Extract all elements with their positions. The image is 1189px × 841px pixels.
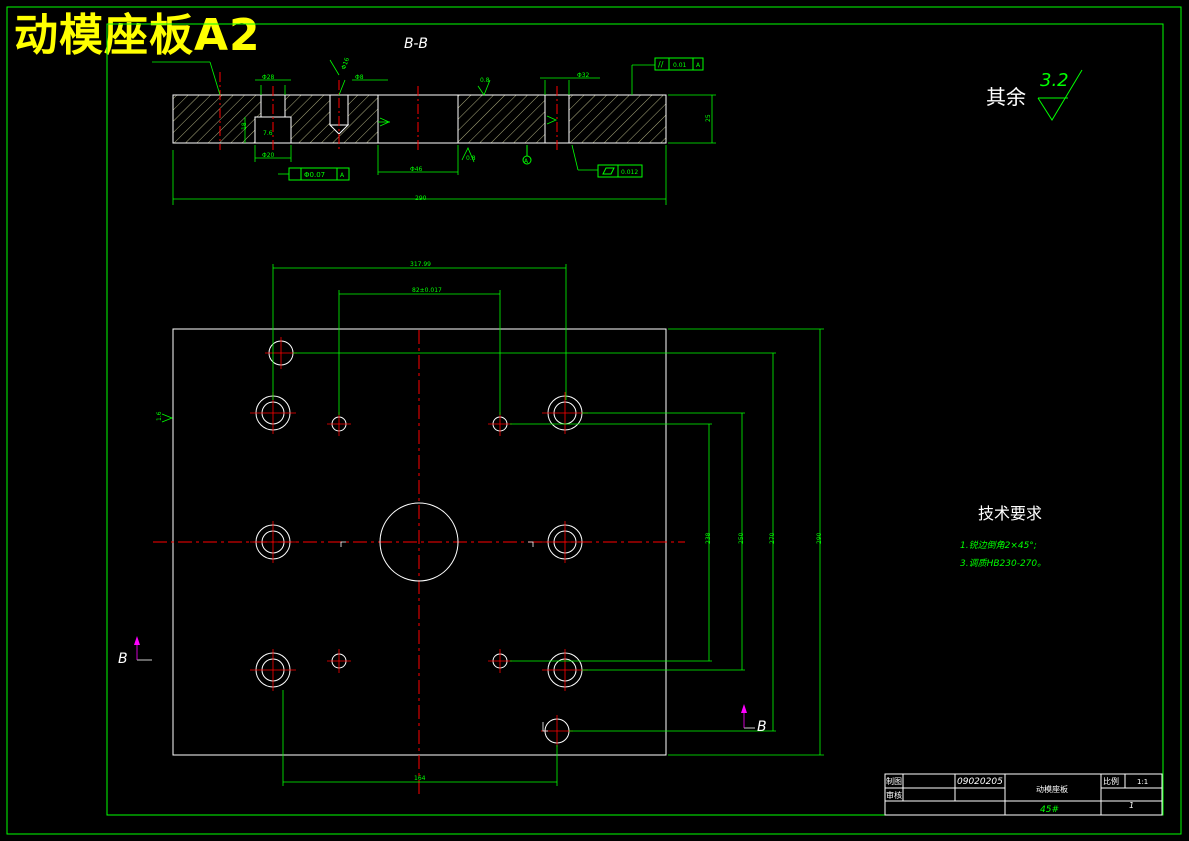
dim-thickness: 25: [705, 114, 712, 122]
svg-text://: //: [658, 60, 664, 69]
section-view: B-B: [152, 36, 716, 423]
surface-finish-note: 其余 3.2: [986, 69, 1083, 121]
drawing-title: 动模座板A2: [14, 10, 261, 61]
dim-overall-width: 290: [415, 195, 427, 202]
dim-top-outer: 317.99: [410, 261, 431, 268]
tech-item-2: 3.调质HB230-270。: [960, 558, 1046, 569]
dim-guide-b: Φ20: [262, 152, 275, 159]
title-block-drawing-no: 09020205: [957, 777, 1003, 787]
center-bore: [379, 502, 459, 582]
outer-border: [6, 6, 1182, 835]
svg-text:0.01: 0.01: [673, 62, 687, 69]
title-block-scale-label: 比例: [1103, 776, 1119, 786]
dim-right-1: 238: [705, 532, 712, 544]
inner-border: [106, 23, 1164, 816]
dim-pin-hole: Φ8: [355, 74, 364, 81]
title-block-material: 45#: [1040, 805, 1059, 815]
dim-depth-b: 18: [241, 122, 248, 130]
section-label: B-B: [404, 36, 428, 52]
svg-text:Φ0.07: Φ0.07: [304, 171, 325, 179]
title-block: 制图 审核 09020205 动模座板 比例 1:1 45# 1: [884, 773, 1163, 816]
dim-top-inner: 82±0.017: [412, 287, 442, 294]
svg-text:0.012: 0.012: [621, 169, 638, 176]
dim-right-3: 270: [769, 532, 776, 544]
tolerance-frame-parallel: // 0.01 A: [654, 57, 704, 71]
tolerance-frame-flatness: 0.012: [597, 164, 643, 178]
ra-side: 1.6: [156, 411, 163, 421]
ra-mid: 0.8: [466, 155, 476, 162]
svg-text:A: A: [696, 62, 701, 69]
section-mark-left: B: [118, 651, 128, 667]
surface-finish-prefix: 其余: [986, 85, 1026, 109]
surface-finish-value: 3.2: [1040, 70, 1069, 91]
tech-item-1: 1.锐边倒角2×45°;: [960, 540, 1037, 551]
dim-guide-a: Φ28: [262, 74, 275, 81]
title-block-drafter: 制图: [886, 776, 902, 786]
svg-text:A: A: [340, 172, 345, 179]
dim-bottom: 164: [414, 775, 426, 782]
title-block-part-name: 动模座板: [1036, 784, 1068, 794]
title-block-sheet: 1: [1129, 801, 1134, 810]
dim-depth-a: 7.6: [263, 130, 273, 137]
datum-label: A: [524, 158, 529, 165]
datum-circle: [522, 155, 532, 165]
dim-right-4: 290: [816, 532, 823, 544]
tech-heading: 技术要求: [978, 504, 1042, 523]
dim-center-bore: Φ46: [410, 166, 423, 173]
plan-view: 317.99 82±0.017 164 238 250 270 290 B B: [118, 261, 824, 798]
dim-counterbore: Φ16: [340, 57, 351, 71]
title-block-scale-value: 1:1: [1137, 778, 1148, 786]
dim-right-2: 250: [738, 532, 745, 544]
tech-requirements: 技术要求 1.锐边倒角2×45°; 3.调质HB230-270。: [960, 504, 1046, 569]
dim-slot: Φ32: [577, 72, 590, 79]
tolerance-frame-position: Φ0.07 A: [288, 167, 350, 181]
ra-top: 0.8: [480, 77, 490, 84]
section-mark-right: B: [757, 719, 767, 735]
title-block-reviewer: 审核: [886, 790, 902, 800]
